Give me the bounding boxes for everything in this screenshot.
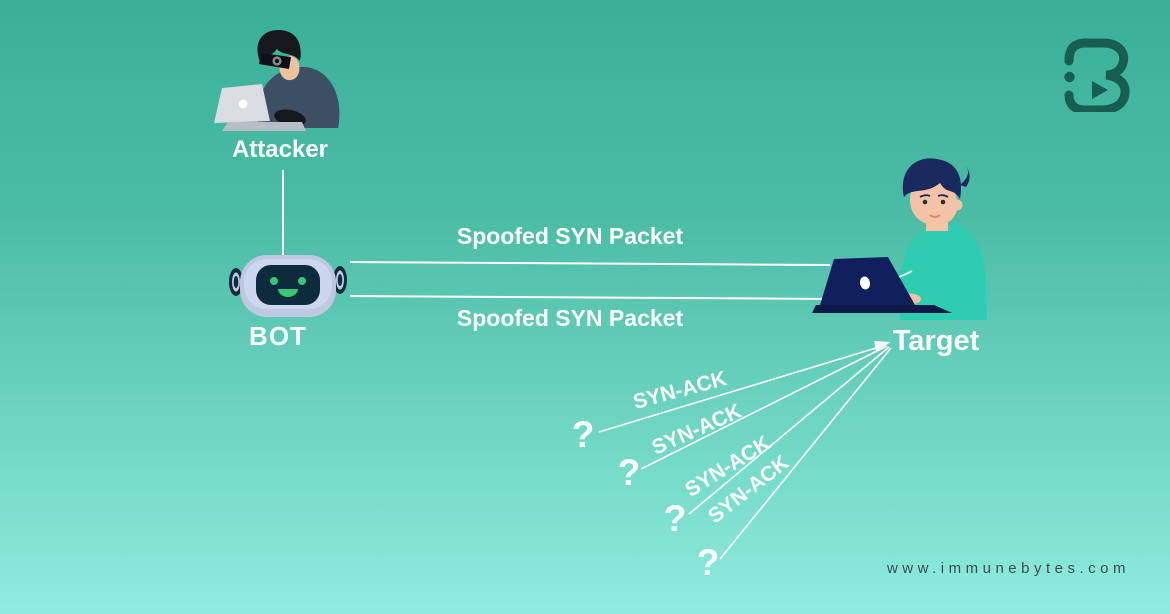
bot-face-screen bbox=[256, 265, 320, 305]
target-hair bbox=[902, 158, 962, 199]
spoofed-syn-line-1 bbox=[349, 261, 831, 266]
bot-left-ear-core bbox=[233, 276, 239, 288]
logo-i-dot bbox=[1064, 71, 1075, 83]
target-right-eye bbox=[940, 199, 946, 205]
bot-right-eye bbox=[298, 277, 306, 285]
attacker-laptop-logo bbox=[238, 99, 248, 109]
logo-b-stroke bbox=[1064, 38, 1130, 112]
bot-left-eye bbox=[270, 277, 278, 285]
syn-ack-line-3 bbox=[688, 346, 890, 515]
syn-ack-line-4 bbox=[719, 347, 892, 560]
question-mark-2: ? bbox=[617, 452, 641, 493]
bot-figure bbox=[229, 255, 347, 317]
attacker-label: Attacker bbox=[231, 136, 329, 163]
question-mark-3: ? bbox=[663, 498, 687, 539]
target-laptop-logo bbox=[859, 276, 871, 290]
target-hair-tuft bbox=[960, 165, 970, 187]
immunebytes-b-logo-icon bbox=[1064, 38, 1130, 112]
target-left-eye bbox=[922, 199, 928, 205]
syn-ack-line-2 bbox=[640, 345, 888, 470]
question-mark-4: ? bbox=[696, 542, 720, 583]
target-sweater bbox=[899, 223, 987, 320]
bot-label: BOT bbox=[249, 321, 307, 351]
target-right-brow bbox=[937, 194, 949, 198]
attacker-eye bbox=[275, 59, 279, 63]
logo-play-triangle bbox=[1092, 81, 1108, 99]
target-face bbox=[910, 179, 958, 226]
target-figure bbox=[812, 158, 987, 320]
bot-right-ear-core bbox=[337, 274, 343, 286]
target-ear bbox=[951, 199, 963, 211]
target-mouth bbox=[929, 214, 941, 218]
spoofed-syn-packet-label-2: Spoofed SYN Packet bbox=[456, 305, 684, 331]
attacker-figure bbox=[214, 29, 340, 131]
arrowhead-icon bbox=[874, 341, 891, 351]
spoofed-syn-line-2 bbox=[349, 295, 835, 300]
target-label: Target bbox=[892, 325, 980, 357]
bot-smile bbox=[278, 289, 298, 297]
question-mark-1: ? bbox=[571, 414, 595, 455]
website-url: www.immunebytes.com bbox=[886, 560, 1130, 577]
target-laptop-base bbox=[812, 305, 952, 313]
syn-ack-line-1 bbox=[598, 344, 887, 433]
target-left-brow bbox=[919, 194, 931, 198]
spoofed-syn-packet-label-1: Spoofed SYN Packet bbox=[456, 223, 684, 249]
attacker-laptop-base bbox=[222, 122, 306, 131]
